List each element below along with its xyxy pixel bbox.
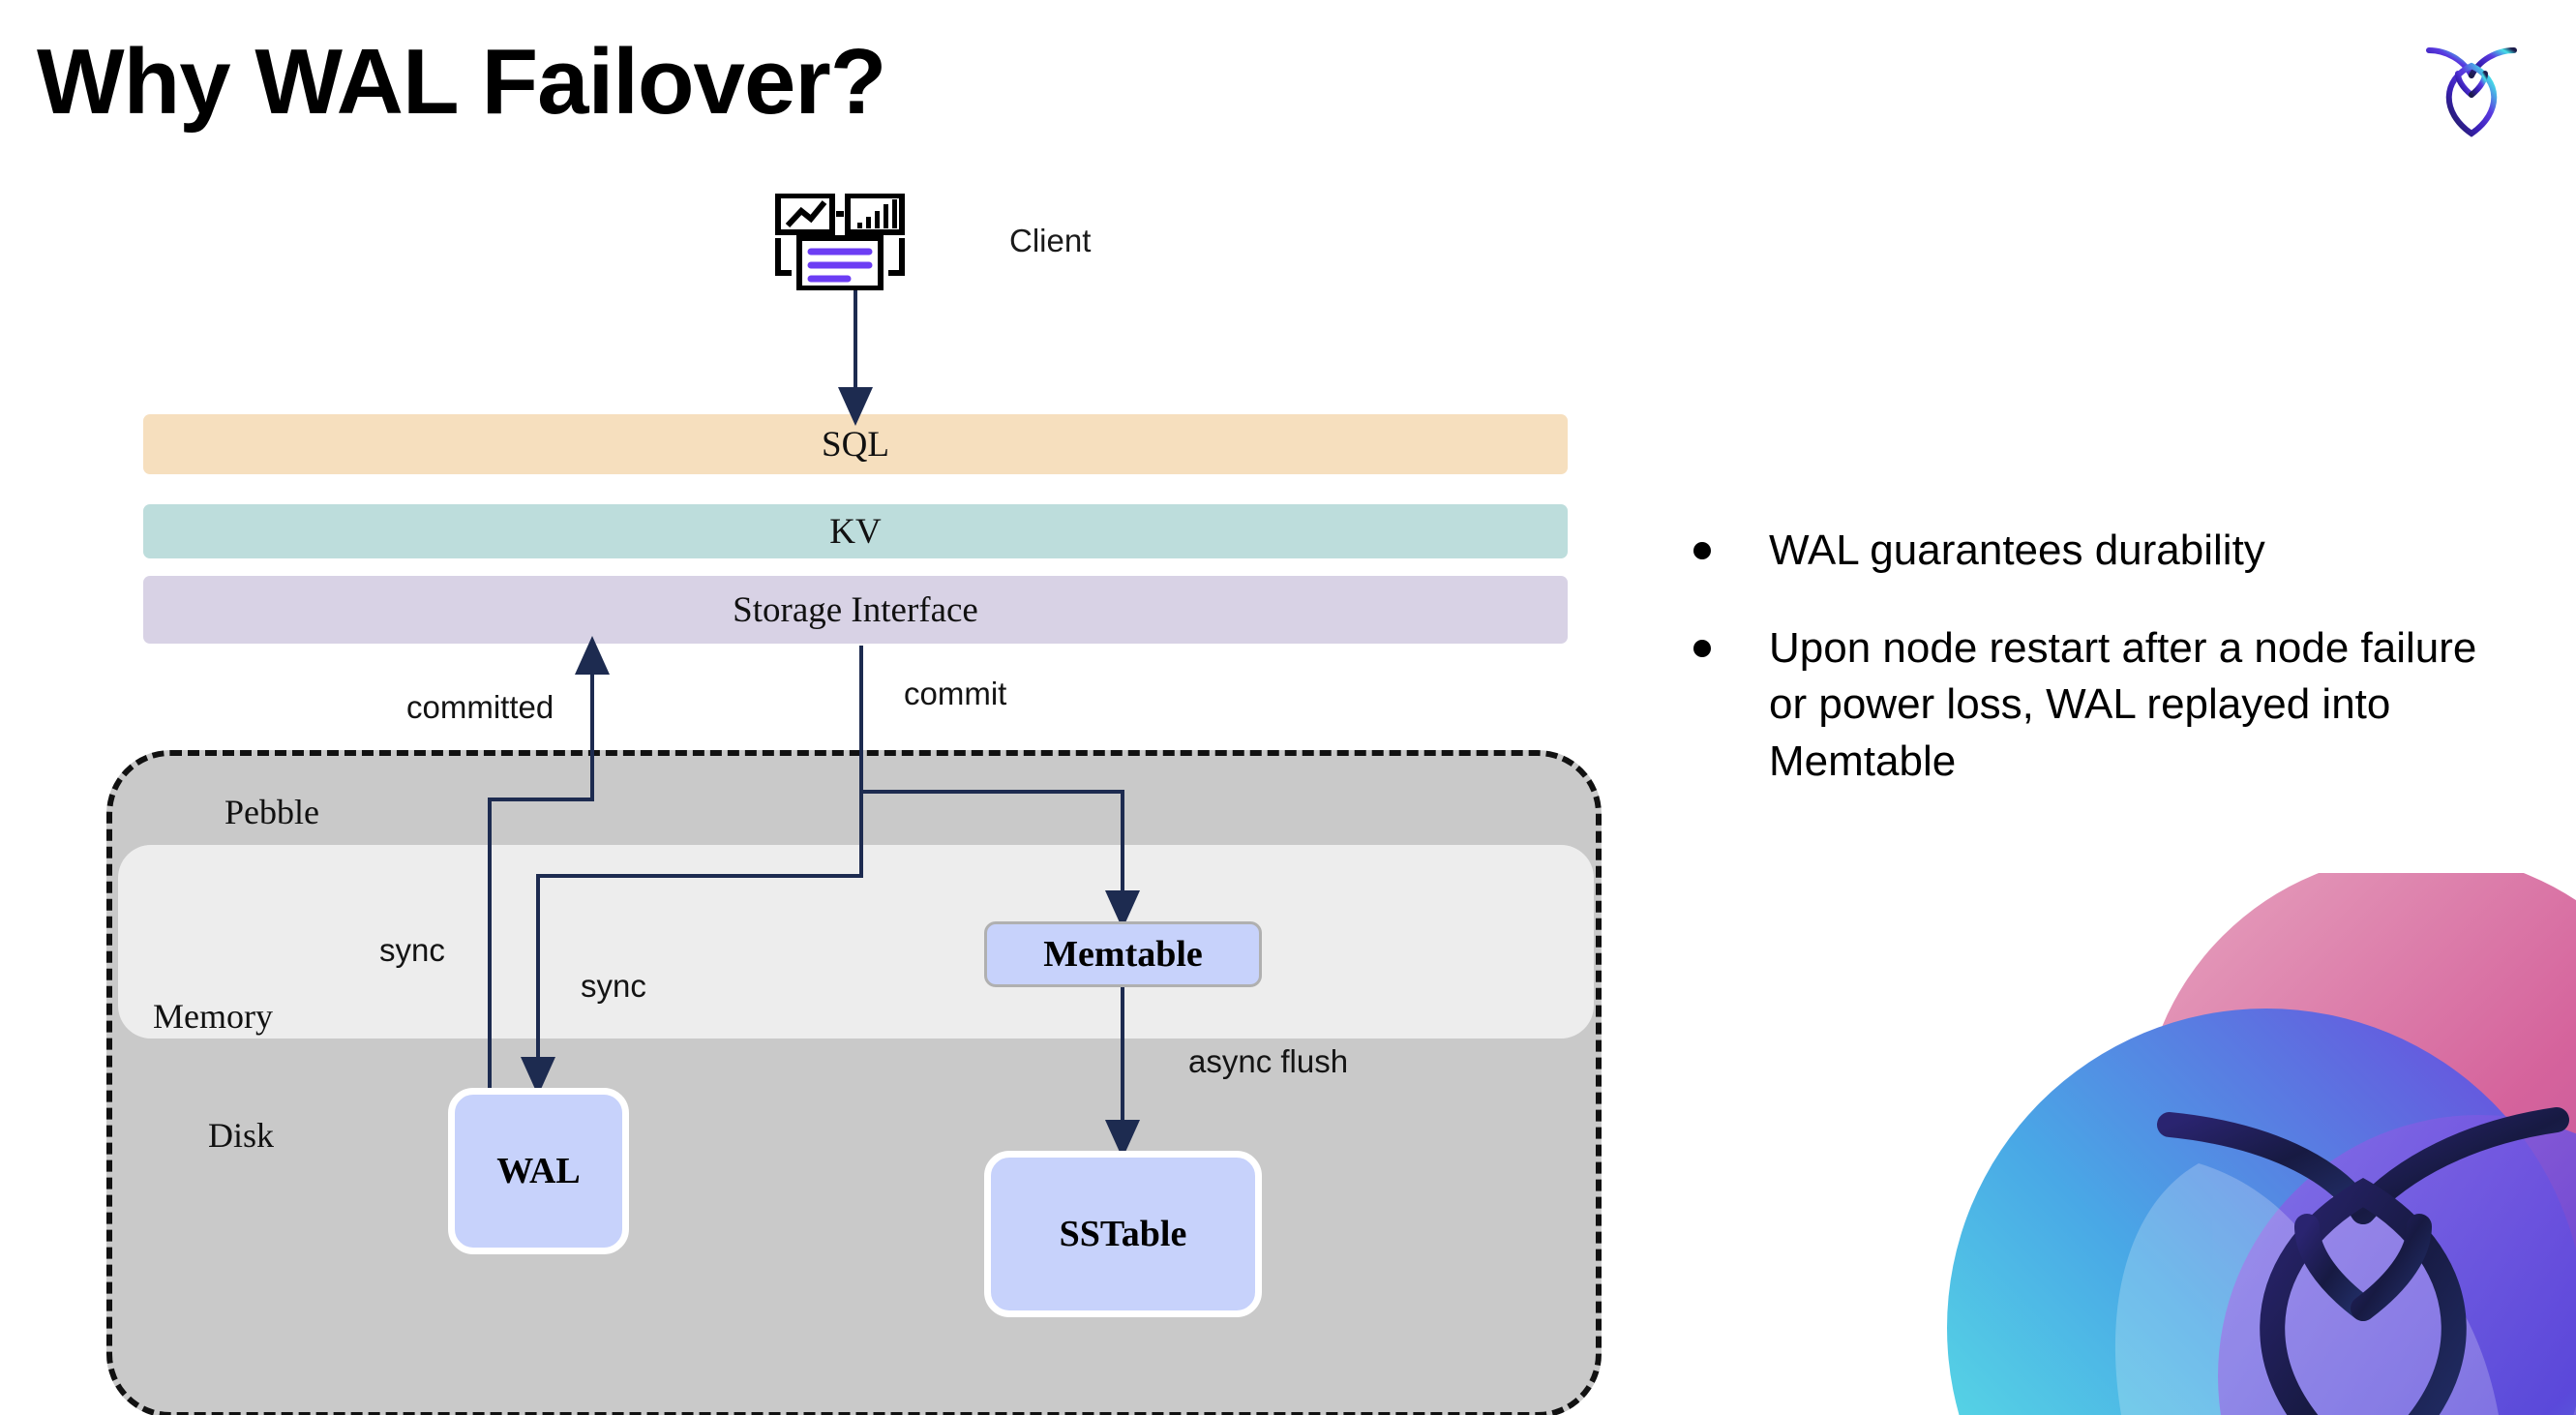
layer-label-sql: SQL xyxy=(822,424,889,465)
edge-label-async-flush: async flush xyxy=(1188,1043,1349,1079)
list-item: Upon node restart after a node failure o… xyxy=(1693,620,2526,791)
brand-circles-artwork xyxy=(1879,873,2576,1415)
node-label-wal: WAL xyxy=(496,1151,581,1191)
disk-label: Disk xyxy=(208,1116,275,1155)
page-title: Why WAL Failover? xyxy=(37,30,886,134)
bullet-dot-icon xyxy=(1693,542,1711,559)
edge-label-commit: commit xyxy=(904,676,1007,711)
edge-label-committed: committed xyxy=(406,689,554,725)
edge-label-sync-left: sync xyxy=(379,932,445,968)
client-label: Client xyxy=(1009,223,1092,258)
node-label-sstable: SSTable xyxy=(1059,1214,1187,1254)
layer-bar-kv: KV xyxy=(143,504,1568,558)
client-dashboard-icon xyxy=(774,193,929,291)
memory-region xyxy=(118,845,1594,1039)
node-label-memtable: Memtable xyxy=(1043,934,1203,975)
cockroach-leaf-logo-icon xyxy=(2413,27,2530,143)
node-memtable: Memtable xyxy=(984,921,1262,987)
layer-label-kv: KV xyxy=(829,511,882,552)
node-wal: WAL xyxy=(448,1088,629,1254)
pebble-label: Pebble xyxy=(225,793,319,831)
bullet-text: WAL guarantees durability xyxy=(1769,527,2265,574)
memory-label: Memory xyxy=(153,997,273,1036)
bullet-list: WAL guarantees durability Upon node rest… xyxy=(1693,523,2526,830)
layer-label-storage: Storage Interface xyxy=(733,589,978,630)
edge-label-sync-right: sync xyxy=(581,968,646,1004)
layer-bar-sql: SQL xyxy=(143,414,1568,474)
bullet-text: Upon node restart after a node failure o… xyxy=(1769,623,2477,785)
layer-bar-storage-interface: Storage Interface xyxy=(143,576,1568,644)
list-item: WAL guarantees durability xyxy=(1693,523,2526,580)
node-sstable: SSTable xyxy=(984,1151,1262,1317)
bullet-dot-icon xyxy=(1693,639,1711,657)
